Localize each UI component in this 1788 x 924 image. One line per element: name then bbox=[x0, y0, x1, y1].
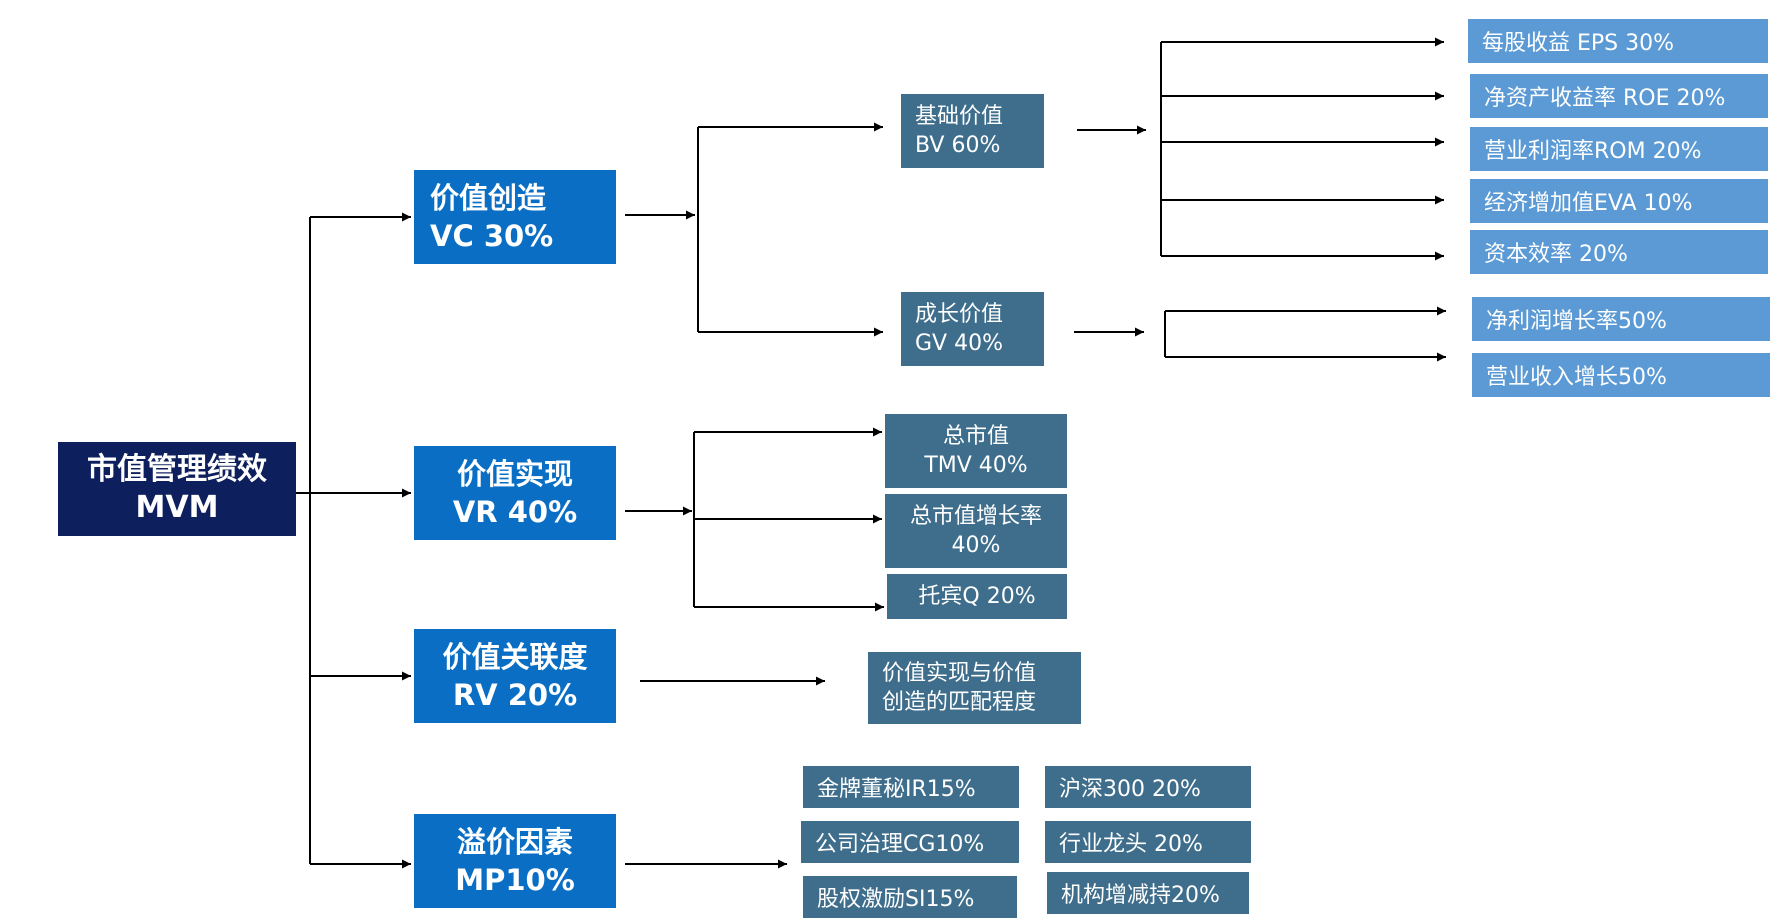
mp-item-equity-incentive: 股权激励SI15% bbox=[803, 876, 1017, 918]
mp-item-governance: 公司治理CG10% bbox=[801, 821, 1019, 863]
node-premium-factors-title: 溢价因素 bbox=[456, 825, 573, 859]
node-tobin-q-title: 托宾Q 20% bbox=[918, 584, 1036, 609]
node-value-relevance-code: RV 20% bbox=[452, 678, 578, 712]
leaf-net-profit-growth: 净利润增长率50% bbox=[1472, 297, 1770, 341]
node-value-realization-code: VR 40% bbox=[452, 495, 578, 529]
node-matching-degree-line2: 创造的匹配程度 bbox=[882, 690, 1037, 715]
node-total-market-value: 总市值 TMV 40% bbox=[885, 414, 1067, 488]
node-matching-degree: 价值实现与价值 创造的匹配程度 bbox=[868, 652, 1081, 724]
node-growth-value: 成长价值 GV 40% bbox=[901, 292, 1044, 366]
leaf-net-profit-growth-label: 净利润增长率50% bbox=[1486, 309, 1667, 334]
mp-item-industry-leader-label: 行业龙头 20% bbox=[1059, 832, 1203, 857]
node-tobin-q: 托宾Q 20% bbox=[887, 574, 1067, 619]
mp-item-governance-label: 公司治理CG10% bbox=[815, 832, 985, 857]
mp-item-csi300-label: 沪深300 20% bbox=[1059, 777, 1201, 802]
leaf-rom: 营业利润率ROM 20% bbox=[1470, 127, 1768, 171]
node-growth-value-code: GV 40% bbox=[915, 331, 1003, 356]
leaf-capital-efficiency-label: 资本效率 20% bbox=[1484, 242, 1628, 267]
node-total-market-value-code: TMV 40% bbox=[924, 453, 1028, 478]
node-total-market-value-title: 总市值 bbox=[942, 424, 1009, 449]
leaf-eva-label: 经济增加值EVA 10% bbox=[1484, 191, 1693, 216]
root-node-mvm: 市值管理绩效 MVM bbox=[58, 442, 296, 536]
node-premium-factors: 溢价因素 MP10% bbox=[414, 814, 616, 908]
node-base-value: 基础价值 BV 60% bbox=[901, 94, 1044, 168]
root-node-title: 市值管理绩效 bbox=[87, 452, 267, 487]
mp-item-ir-label: 金牌董秘IR15% bbox=[817, 777, 976, 802]
mp-item-ir: 金牌董秘IR15% bbox=[803, 766, 1019, 808]
leaf-revenue-growth: 营业收入增长50% bbox=[1472, 353, 1770, 397]
node-growth-value-title: 成长价值 bbox=[915, 302, 1004, 327]
leaf-roe-label: 净资产收益率 ROE 20% bbox=[1484, 86, 1726, 111]
leaf-eps-label: 每股收益 EPS 30% bbox=[1482, 31, 1675, 56]
mp-item-equity-incentive-label: 股权激励SI15% bbox=[817, 887, 975, 912]
mp-item-csi300: 沪深300 20% bbox=[1045, 766, 1251, 808]
node-market-value-growth-code: 40% bbox=[951, 533, 1001, 558]
node-market-value-growth: 总市值增长率 40% bbox=[885, 494, 1067, 568]
node-base-value-code: BV 60% bbox=[915, 133, 1001, 158]
node-value-relevance-title: 价值关联度 bbox=[442, 640, 588, 674]
node-value-creation-title: 价值创造 bbox=[430, 181, 547, 215]
node-premium-factors-code: MP10% bbox=[455, 863, 575, 897]
leaf-capital-efficiency: 资本效率 20% bbox=[1470, 230, 1768, 274]
node-value-creation: 价值创造 VC 30% bbox=[414, 170, 616, 264]
mp-item-institutional-holding-label: 机构增减持20% bbox=[1061, 883, 1220, 908]
leaf-revenue-growth-label: 营业收入增长50% bbox=[1486, 365, 1667, 390]
node-matching-degree-line1: 价值实现与价值 bbox=[882, 661, 1037, 686]
node-value-realization: 价值实现 VR 40% bbox=[414, 446, 616, 540]
root-node-code: MVM bbox=[135, 490, 219, 525]
node-value-realization-title: 价值实现 bbox=[456, 457, 573, 491]
node-value-relevance: 价值关联度 RV 20% bbox=[414, 629, 616, 723]
leaf-roe: 净资产收益率 ROE 20% bbox=[1470, 74, 1768, 118]
leaf-eps: 每股收益 EPS 30% bbox=[1468, 19, 1768, 63]
leaf-rom-label: 营业利润率ROM 20% bbox=[1484, 139, 1702, 164]
node-value-creation-code: VC 30% bbox=[430, 219, 554, 253]
mp-item-industry-leader: 行业龙头 20% bbox=[1045, 821, 1251, 863]
mp-item-institutional-holding: 机构增减持20% bbox=[1047, 872, 1249, 914]
node-base-value-title: 基础价值 bbox=[915, 104, 1004, 129]
leaf-eva: 经济增加值EVA 10% bbox=[1470, 179, 1768, 223]
node-market-value-growth-title: 总市值增长率 bbox=[909, 504, 1042, 529]
